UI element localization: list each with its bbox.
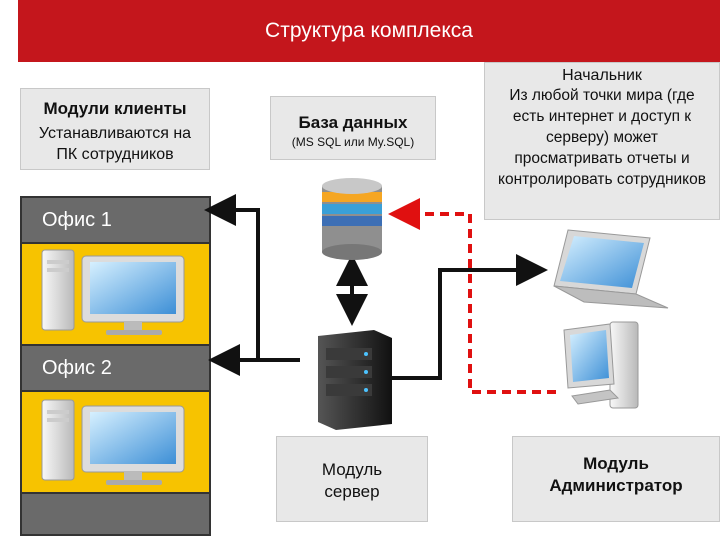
- header-bar: Структура комплекса: [18, 0, 720, 62]
- laptop-icon: [553, 229, 669, 309]
- boss-desc: Из любой точки мира (где есть интернет и…: [498, 87, 706, 188]
- office2-bottom: [20, 492, 211, 536]
- office2-bar: Офис 2: [20, 344, 211, 392]
- clients-box: Модули клиенты Устанавливаются на ПК сот…: [20, 88, 210, 170]
- admin-db-dashed-link: [388, 198, 556, 394]
- database-desc: (MS SQL или My.SQL): [291, 135, 415, 149]
- desktop-pc-icon: [41, 399, 185, 485]
- header-title: Структура комплекса: [265, 19, 473, 42]
- boss-title: Начальник: [562, 67, 642, 84]
- server-icon: [318, 330, 392, 430]
- office2-label: Офис 2: [42, 356, 112, 379]
- office1-bar: Офис 1: [20, 196, 211, 244]
- clients-title: Модули клиенты: [43, 99, 187, 118]
- boss-box: Начальник Из любой точки мира (где есть …: [484, 62, 720, 220]
- server-module-box: Модуль сервер: [276, 436, 428, 522]
- server-module-label: Модуль сервер: [321, 460, 383, 501]
- server-laptop-link: [390, 254, 548, 380]
- admin-pc-icon: [563, 321, 639, 409]
- admin-module-box: Модуль Администратор: [512, 436, 720, 522]
- database-title: База данных: [298, 113, 408, 132]
- database-icon: [322, 178, 382, 260]
- office1-server-link: [204, 194, 260, 360]
- admin-module-label: Модуль Администратор: [549, 454, 683, 495]
- desktop-pc-icon: [41, 249, 185, 335]
- clients-desc: Устанавливаются на ПК сотрудников: [38, 125, 192, 163]
- office1-label: Офис 1: [42, 208, 112, 231]
- database-box: База данных (MS SQL или My.SQL): [270, 96, 436, 160]
